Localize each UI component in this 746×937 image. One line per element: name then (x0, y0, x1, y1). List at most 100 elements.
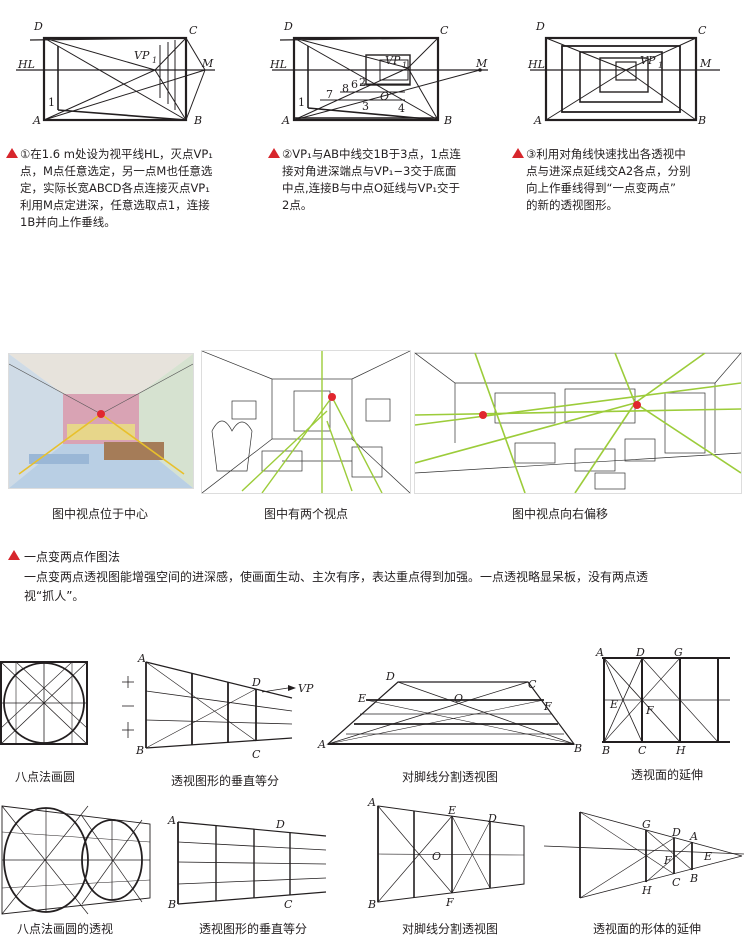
label-B: B (135, 744, 144, 757)
construction-diagram-2: D C HL VP 1 M A B 1 7 8 6 2 3 4 O (269, 20, 488, 127)
label-D: D (251, 676, 261, 689)
diagram-caption-6: 透视图形的垂直等分 (198, 922, 307, 936)
label-D: D (535, 20, 545, 33)
label-C: C (189, 24, 198, 37)
label-C: C (672, 876, 681, 889)
label-O: O (432, 850, 441, 863)
step-2-text: ②VP₁与AB中线交1B于3点，1点连 接对角进深端点与VP₁−3交于底面 中点… (268, 146, 502, 214)
warning-triangle-icon (8, 550, 20, 560)
label-B: B (167, 898, 176, 911)
label-point-1: 1 (298, 96, 305, 109)
label-B: B (601, 744, 610, 757)
label-VP: VP (385, 54, 401, 67)
label-point-3: 3 (362, 100, 369, 113)
label-D: D (671, 826, 681, 839)
label-point-1: 1 (48, 96, 55, 109)
diagonal-division-perspective-diagram: A E D O F B (367, 796, 525, 911)
label-HL: HL (17, 58, 35, 71)
label-VP-sub: 1 (152, 56, 157, 65)
label-F: F (445, 896, 454, 909)
interior-sketch-photo-centered (8, 353, 194, 489)
label-E: E (609, 698, 618, 711)
photo-caption-1: 图中视点位于中心 (51, 507, 148, 521)
label-D: D (275, 818, 285, 831)
label-point-O: O (380, 90, 389, 103)
label-C: C (440, 24, 449, 37)
label-A: A (281, 114, 290, 127)
label-A: A (167, 814, 176, 827)
label-E: E (703, 850, 712, 863)
diagram-caption-1: 八点法画圆 (14, 770, 75, 784)
label-VP: VP (134, 49, 150, 62)
diagram-caption-8: 透视面的形体的延伸 (592, 922, 701, 936)
label-F: F (645, 704, 654, 717)
label-D: D (33, 20, 43, 33)
label-point-7: 7 (326, 88, 333, 101)
label-VP-sub: 1 (402, 61, 407, 70)
interior-sketch-photo-right-offset (414, 352, 742, 494)
perspective-form-extension-diagram: G D A E F H C B (543, 811, 745, 899)
diagram-caption-4: 透视面的延伸 (630, 768, 703, 782)
eight-point-circle-diagram (0, 661, 88, 745)
label-B: B (443, 114, 452, 127)
warning-triangle-icon (268, 148, 280, 158)
section-paragraph: 一点变两点透视图能增强空间的进深感，使画面生动、主次有序，表达重点得到加强。一点… (24, 570, 649, 603)
label-D: D (487, 812, 497, 825)
label-G: G (642, 818, 651, 831)
label-VP: VP (640, 54, 656, 67)
eight-point-circle-perspective-diagram (1, 805, 151, 915)
label-B: B (367, 898, 376, 911)
label-H: H (641, 884, 652, 897)
label-point-2: 2 (359, 76, 366, 89)
label-D: D (283, 20, 293, 33)
label-D: D (385, 670, 395, 683)
label-B: B (689, 872, 698, 885)
construction-diagram-3: D C HL VP 1 M A B (527, 20, 720, 127)
label-C: C (252, 748, 261, 761)
label-H: H (675, 744, 686, 757)
diagram-caption-5: 八点法画圆的透视 (16, 922, 113, 936)
label-A: A (595, 646, 604, 659)
label-D: D (635, 646, 645, 659)
diagram-caption-7: 对脚线分割透视图 (401, 922, 498, 936)
warning-triangle-icon (512, 148, 524, 158)
label-C: C (284, 898, 293, 911)
diagram-caption-3: 对脚线分割透视图 (401, 770, 498, 784)
construction-diagram-1: D C HL VP 1 M A B 1 (16, 20, 215, 127)
label-E: E (357, 692, 366, 705)
step-1-text: ①在1.6 m处设为视平线HL，灭点VP₁ 点，M点任意选定，另一点M也任意选 … (6, 146, 250, 231)
label-C: C (638, 744, 647, 757)
label-HL: HL (527, 58, 545, 71)
diagram-caption-2: 透视图形的垂直等分 (170, 774, 279, 788)
label-point-6: 6 (351, 78, 358, 91)
label-A: A (367, 796, 376, 809)
label-point-8: 8 (342, 82, 349, 95)
label-B: B (193, 114, 202, 127)
label-G: G (674, 646, 683, 659)
label-M: M (699, 57, 712, 70)
label-C: C (528, 678, 537, 691)
label-O: O (454, 692, 463, 705)
photo-caption-2: 图中有两个视点 (263, 507, 348, 521)
diagonal-division-trapezoid-diagram: D C E F O A B (317, 670, 582, 755)
perspective-vertical-division-diagram-2: A B C D (167, 814, 327, 911)
label-point-4: 4 (398, 102, 405, 115)
label-A: A (317, 738, 326, 751)
label-VP: VP (298, 682, 314, 695)
label-F: F (543, 700, 552, 713)
label-B: B (697, 114, 706, 127)
label-A: A (137, 652, 146, 665)
interior-sketch-photo-two-points (201, 350, 411, 494)
label-C: C (698, 24, 707, 37)
perspective-vertical-division-diagram: A B C D VP (122, 652, 314, 761)
label-E: E (447, 804, 456, 817)
label-HL: HL (269, 58, 287, 71)
label-A: A (689, 830, 698, 843)
label-A: A (32, 114, 41, 127)
label-M: M (475, 57, 488, 70)
label-B: B (573, 742, 582, 755)
label-F: F (663, 854, 672, 867)
label-M: M (201, 57, 214, 70)
warning-triangle-icon (6, 148, 18, 158)
section-title: 一点变两点作图法 (24, 550, 121, 564)
